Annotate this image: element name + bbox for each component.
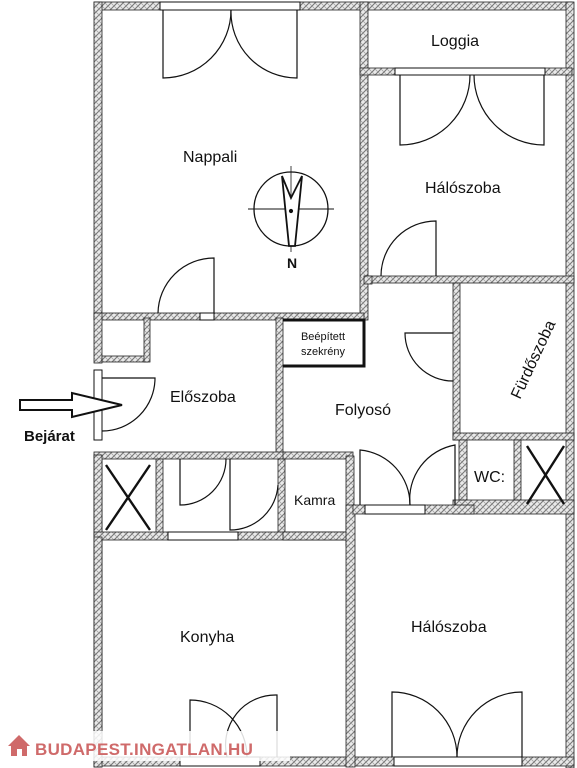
watermark-logo: BUDAPEST.INGATLAN.HU bbox=[2, 731, 290, 761]
shaft-crosses bbox=[105, 445, 566, 531]
room-label-nappali: Nappali bbox=[183, 149, 237, 166]
watermark-text: BUDAPEST.INGATLAN.HU bbox=[35, 740, 253, 759]
room-label-beepitett-1: Beépített bbox=[301, 331, 345, 343]
room-label-kamra: Kamra bbox=[294, 492, 335, 508]
room-label-loggia: Loggia bbox=[431, 33, 479, 50]
room-label-wc: WC: bbox=[474, 469, 505, 486]
room-label-beepitett-2: szekrény bbox=[301, 346, 346, 358]
built-in-wardrobe-frame bbox=[283, 318, 366, 368]
compass-north-label: N bbox=[287, 255, 297, 271]
entrance-label: Bejárat bbox=[24, 428, 75, 445]
entrance-arrow-icon bbox=[19, 391, 123, 419]
room-label-haloszoba-top: Hálószoba bbox=[425, 180, 501, 197]
house-icon bbox=[8, 735, 30, 756]
room-label-furdoszoba: Fürdőszoba bbox=[508, 318, 559, 402]
room-label-haloszoba-bottom: Hálószoba bbox=[411, 619, 487, 636]
openings bbox=[93, 1, 546, 767]
room-label-folyoso: Folyosó bbox=[335, 402, 391, 419]
compass-icon bbox=[248, 166, 334, 252]
room-label-konyha: Konyha bbox=[180, 629, 234, 646]
walls bbox=[93, 1, 575, 768]
room-label-eloszoba: Előszoba bbox=[170, 389, 236, 406]
doors bbox=[101, 9, 545, 758]
